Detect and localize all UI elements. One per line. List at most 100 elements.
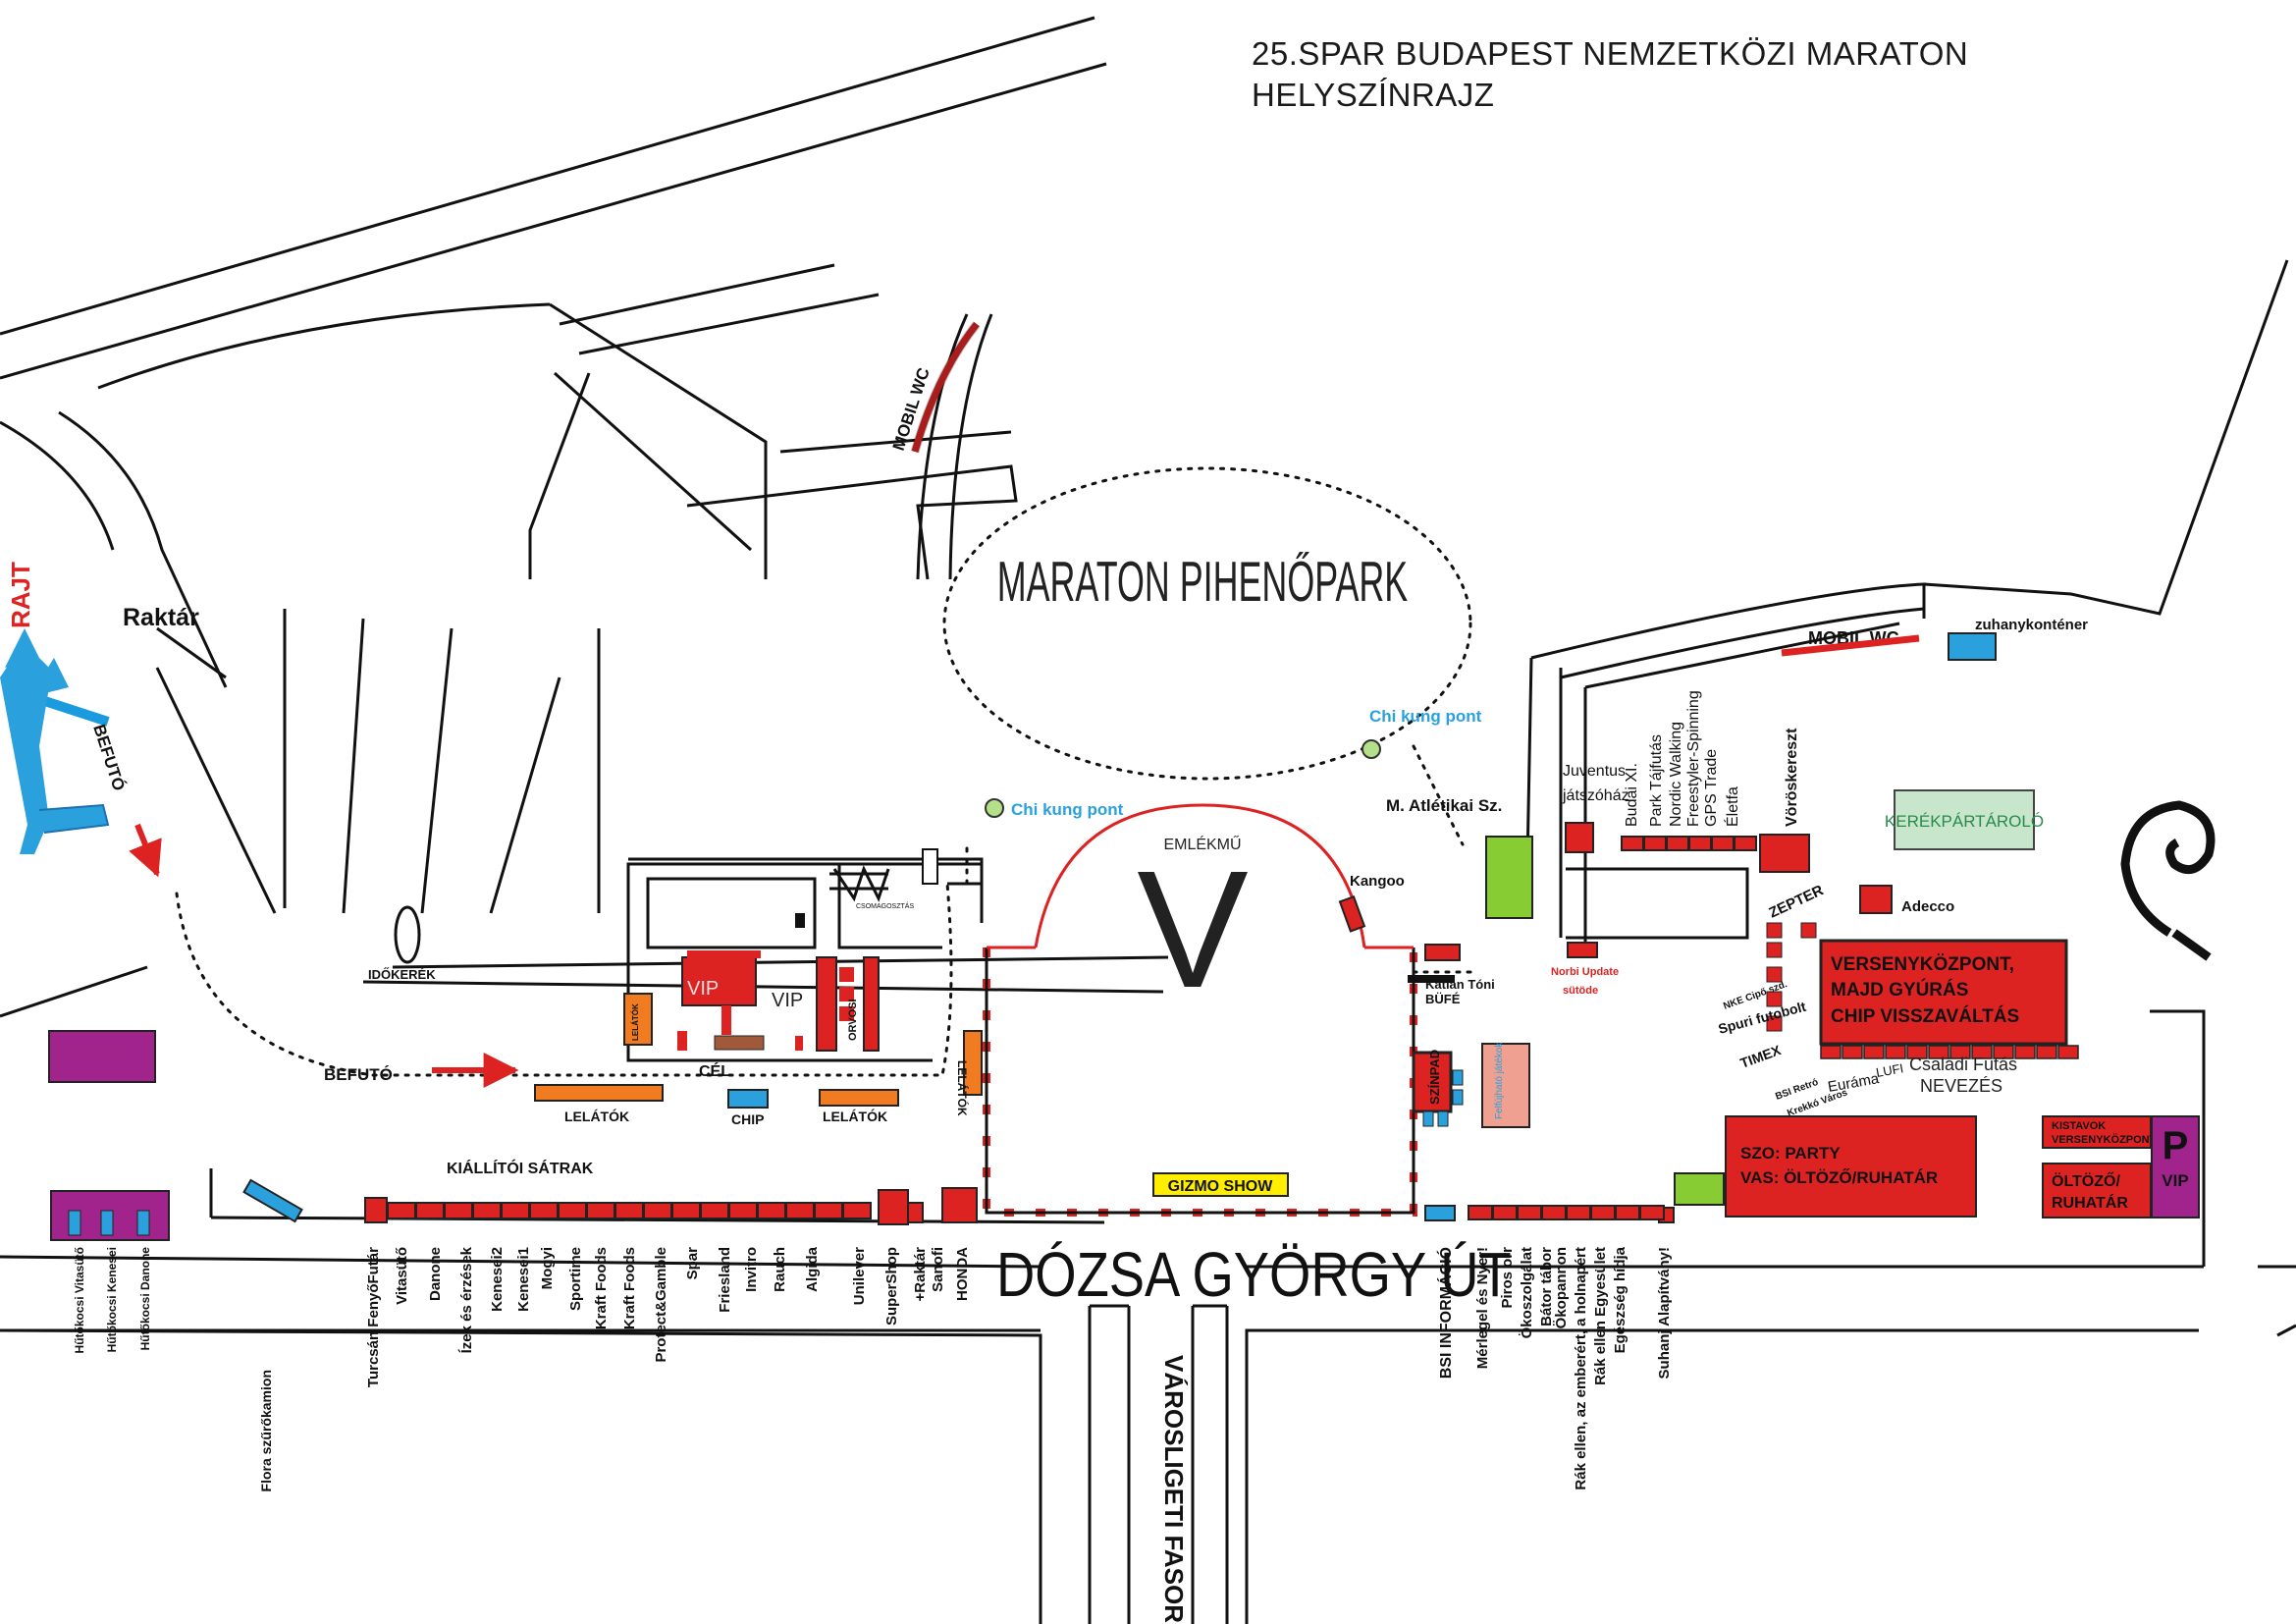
stage-label: SZÍNPAD xyxy=(1427,1050,1442,1105)
vip-box xyxy=(681,956,757,1006)
medical-label: ORVOSI xyxy=(847,999,859,1041)
tent-top-box-2 xyxy=(1666,836,1689,851)
tent-top-box-3 xyxy=(1688,836,1712,851)
spiral-sculpture-icon xyxy=(2120,800,2216,937)
refrigerated-truck-label-1: Hűtőkocsi Kenesei xyxy=(105,1247,119,1352)
stand-small xyxy=(623,993,653,1046)
monument-arc xyxy=(1034,803,1366,948)
street-name-dozsa: DÓZSA GYÖRGY ÚT xyxy=(996,1239,1512,1310)
exhibitor-left-2: Danone xyxy=(427,1247,444,1301)
flora-truck xyxy=(242,1178,303,1223)
shower-container xyxy=(1948,632,1997,661)
finish-line-label: CÉL xyxy=(699,1061,730,1080)
chi-kung-label-1: Chi kung pont xyxy=(1011,800,1124,819)
zepter-label: ZEPTER xyxy=(1767,882,1827,921)
exhibitor-left-18: +Raktár xyxy=(912,1247,929,1302)
booth-4 xyxy=(1906,1045,1928,1059)
race-center-label-2: MAJD GYÚRÁS xyxy=(1831,979,1968,1001)
exhibition-tent-row-left xyxy=(387,1202,872,1219)
tent-top-label-1: Budai XI. xyxy=(1624,763,1640,827)
changing-room xyxy=(2042,1163,2152,1218)
tent-top-label-0-line-0: Juventus xyxy=(1563,763,1626,780)
stand-vertical-label: LELÁTÓK xyxy=(955,1060,970,1116)
kangoo-box xyxy=(1338,894,1366,933)
adecco-label: Adecco xyxy=(1901,898,1954,915)
right-tent-1 xyxy=(1492,1205,1518,1220)
exhibitor-left-14: Rauch xyxy=(772,1247,788,1292)
juventus-tent xyxy=(1565,822,1594,853)
tent-top-label-6: Életfa xyxy=(1723,786,1741,827)
registration-label: NEVEZÉS xyxy=(1920,1076,2002,1096)
purple-block-left xyxy=(48,1030,156,1083)
right-tent-6 xyxy=(1615,1205,1640,1220)
gizmo-show-label: GIZMO SHOW xyxy=(1168,1178,1274,1195)
exhibition-tent-8 xyxy=(614,1202,644,1219)
exhibition-tent-10 xyxy=(671,1202,701,1219)
tent-top-box-1 xyxy=(1643,836,1667,851)
tent-row-top xyxy=(1621,836,1757,851)
bsi-info-box xyxy=(1424,1205,1456,1221)
race-center-label-1: VERSENYKÖZPONT, xyxy=(1831,954,2014,975)
exhibition-tent-3 xyxy=(472,1202,502,1219)
right-tent-4 xyxy=(1566,1205,1591,1220)
booth-1 xyxy=(1842,1045,1863,1059)
race-center xyxy=(1819,939,2068,1046)
booth-5 xyxy=(1928,1045,1949,1059)
party-label-2: VAS: ÖLTÖZŐ/RUHATÁR xyxy=(1740,1168,1938,1187)
exhibition-tent-12 xyxy=(728,1202,758,1219)
finish-run-arrow-1 xyxy=(129,823,162,878)
exhibitor-left-13: Invitro xyxy=(743,1247,760,1292)
tent-labels-top: JuventusjátszóházJuventus játszóházBudai… xyxy=(1562,690,1800,827)
exhibition-tents-label: KIÁLLÍTÓI SÁTRAK xyxy=(447,1159,594,1177)
booth-2 xyxy=(1863,1045,1885,1059)
bike-storage-label: KERÉKPÁRTÁROLÓ xyxy=(1885,812,2044,831)
booth-row-right xyxy=(1820,1045,2079,1059)
start-label: RAJT xyxy=(6,562,35,628)
tent-top-label-2: Park Tájfutás xyxy=(1648,734,1665,827)
exhibitor-left-12: Friesland xyxy=(717,1247,733,1313)
start-arrow-icon xyxy=(0,628,110,854)
shower-container-label: zuhanykonténer xyxy=(1975,617,2088,633)
stand-2-label: LELÁTÓK xyxy=(823,1108,887,1124)
vip-parking-label: VIP xyxy=(2162,1171,2188,1190)
map-title: 25.SPAR BUDAPEST NEMZETKÖZI MARATON xyxy=(1252,35,1969,72)
exhibitor-left-6: Mogyi xyxy=(539,1247,556,1289)
finish-gantry xyxy=(714,1035,765,1051)
bakery-label-1: Norbi Update xyxy=(1551,966,1619,978)
exhibitor-right-2: Ökoszolgálat xyxy=(1519,1247,1535,1338)
chip-box xyxy=(727,1089,769,1109)
tent-top-label-5: GPS Trade xyxy=(1703,749,1720,827)
short-distance-label-1: KISTAVOK xyxy=(2052,1120,2106,1132)
bike-storage xyxy=(1894,789,2035,850)
flora-label: Flora szűrőkamion xyxy=(258,1370,274,1491)
exhibitor-right-3: Bátor tábor xyxy=(1538,1247,1555,1326)
exhibitor-right-7: Egészség hídja xyxy=(1612,1246,1629,1353)
exhibitor-right-8: Suhanj Alapítvány! xyxy=(1656,1247,1673,1379)
exhibition-tent-5 xyxy=(529,1202,559,1219)
exhibition-tent-9 xyxy=(643,1202,672,1219)
race-center-label-3: CHIP VISSZAVÁLTÁS xyxy=(1831,1005,2019,1027)
stand-2 xyxy=(819,1089,899,1107)
red-cross-tent xyxy=(1759,834,1810,873)
exhibitor-left-7: Sportime xyxy=(567,1247,584,1311)
exhibitor-left-0: Turcsán FenyőFutár xyxy=(365,1247,382,1387)
stand-1-label: LELÁTÓK xyxy=(564,1108,629,1124)
tent-top-label-0-line-1: játszóház xyxy=(1562,787,1629,804)
park-label: MARATON PIHENŐPARK xyxy=(997,552,1409,615)
monument-v-letter: V xyxy=(1137,837,1248,1023)
tent-top-label-7: Vöröskereszt xyxy=(1784,728,1800,827)
exhibitor-left-1: Vitasütő xyxy=(394,1247,410,1305)
athletics-green-area xyxy=(1485,836,1533,919)
right-tent-0 xyxy=(1468,1205,1493,1220)
tent-top-label-3: Nordic Walking xyxy=(1668,722,1684,827)
chi-kung-point-1 xyxy=(985,798,1004,818)
booth-7 xyxy=(1971,1045,1993,1059)
buffet-label: BÜFÉ xyxy=(1425,992,1461,1006)
exhibition-tent-14 xyxy=(785,1202,815,1219)
booth-11 xyxy=(2057,1045,2079,1059)
family-run-label: Családi Futás xyxy=(1909,1055,2017,1074)
bakery-label-2: sütöde xyxy=(1563,985,1598,997)
booth-0 xyxy=(1820,1045,1842,1059)
